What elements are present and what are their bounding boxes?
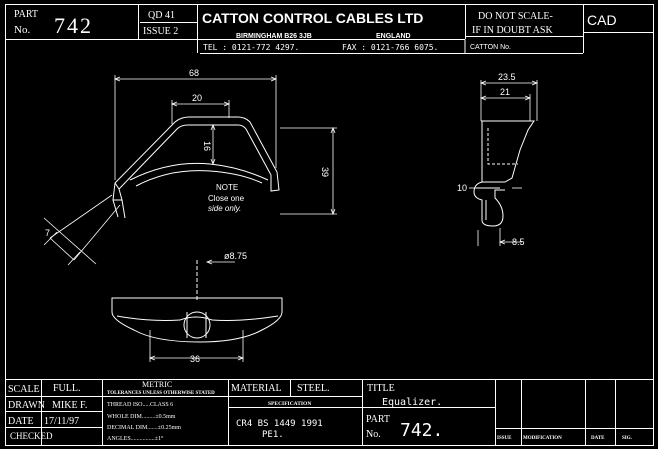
note-line-3: side only. — [208, 204, 241, 213]
scale-label: SCALE — [8, 384, 40, 395]
part-number: 742 — [54, 13, 93, 38]
company-city: BIRMINGHAM B26 3JB — [236, 33, 312, 40]
issue-column: ISSUE — [497, 436, 512, 441]
plan-view-dimensions — [148, 259, 245, 362]
material-label: MATERIAL — [231, 383, 282, 394]
bottom-no-label: No. — [366, 429, 381, 440]
dim-23-5: 23.5 — [498, 72, 516, 82]
no-label: No. — [14, 24, 30, 36]
title-label: TITLE — [367, 383, 395, 394]
dim-10: 10 — [457, 183, 467, 193]
date-value: 17/11/97 — [44, 416, 79, 427]
tolerance-heading: TOLERANCES UNLESS OTHERWISE STATED — [107, 391, 215, 396]
metric-label: METRIC — [142, 380, 172, 389]
drawn-label: DRAWN — [8, 400, 45, 411]
company-tel: TEL : 0121-772 4297. — [203, 43, 299, 52]
sheet-border — [5, 4, 654, 446]
tolerance-thread: THREAD ISO.....CLASS 6 — [107, 402, 173, 408]
tolerance-angles: ANGLES................±1° — [107, 435, 164, 442]
bottom-part-label: PART — [366, 414, 390, 425]
dim-20: 20 — [192, 93, 202, 103]
dim-diameter-8-75: ø8.75 — [224, 251, 247, 261]
material-value: STEEL. — [297, 383, 330, 394]
tolerance-whole: WHOLE DIM.........±0.5mm — [107, 414, 176, 420]
side-view-dimensions — [43, 75, 337, 266]
catton-no-label: CATTON No. — [470, 44, 511, 51]
tolerance-decimal: DECIMAL DIM.......±0.25mm — [107, 425, 181, 431]
dim-39: 39 — [320, 167, 330, 177]
sig-column: SIG. — [622, 436, 633, 441]
side-view-bracket — [112, 116, 280, 219]
dim-36: 36 — [190, 354, 200, 364]
do-not-scale: DO NOT SCALE- — [478, 11, 553, 22]
dim-7: 7 — [45, 228, 50, 238]
spec-line-2: PE1. — [262, 430, 284, 440]
date-label: DATE — [8, 416, 34, 427]
qd-number: QD 41 — [148, 10, 175, 21]
cad-label: CAD — [587, 12, 617, 28]
dim-21: 21 — [500, 87, 510, 97]
part-label: PART — [14, 9, 38, 20]
checked-label: CHECKED — [10, 431, 53, 441]
if-in-doubt: IF IN DOUBT ASK — [472, 25, 553, 36]
end-view-bracket — [473, 120, 535, 227]
note-title: NOTE — [216, 183, 238, 192]
scale-value: FULL. — [53, 383, 81, 394]
dim-8-5: 8.5 — [512, 237, 525, 247]
end-view-dimensions — [469, 80, 539, 246]
bottom-part-number: 742. — [400, 420, 443, 441]
dim-68: 68 — [189, 68, 199, 78]
drawn-value: MIKE F. — [52, 400, 87, 411]
dim-16: 16 — [202, 141, 212, 151]
modification-column: MODIFICATION — [523, 436, 562, 441]
plan-view-bracket — [111, 260, 283, 343]
company-name: CATTON CONTROL CABLES LTD — [202, 10, 423, 26]
spec-line-1: CR4 BS 1449 1991 — [236, 419, 323, 429]
company-country: ENGLAND — [376, 33, 411, 40]
title-value: Equalizer. — [382, 397, 442, 408]
issue-number: ISSUE 2 — [143, 26, 178, 37]
specification-label: SPECIFICATION — [268, 401, 311, 407]
date-column: DATE — [591, 436, 605, 441]
company-fax: FAX : 0121-766 6075. — [342, 43, 438, 52]
note-line-2: Close one — [208, 194, 245, 203]
